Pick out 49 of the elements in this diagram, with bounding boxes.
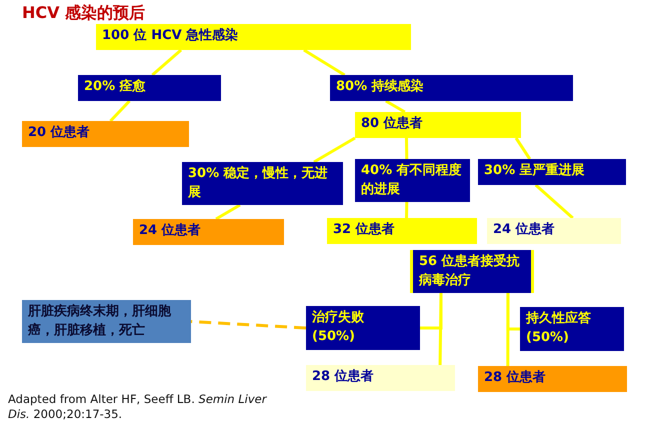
- outcome-box: [306, 306, 420, 350]
- outcome-box: [133, 219, 284, 245]
- connector-line: [109, 100, 131, 122]
- connector-line: [514, 137, 532, 160]
- connector-line: [215, 204, 241, 220]
- box-label: 24 位患者: [139, 222, 202, 240]
- box-label: 30% 呈严重进展: [484, 162, 586, 180]
- connector-line: [151, 48, 182, 76]
- outcome-box: [355, 159, 470, 202]
- outcome-box: [355, 112, 521, 138]
- citation: Adapted from Alter HF, Seeff LB. Semin Liver Dis. 2000;20:17-35.: [8, 392, 268, 422]
- box-label: 56 位患者接受抗病毒治疗: [419, 252, 521, 290]
- box-label: 持久性应答 (50%): [526, 310, 592, 347]
- box-label: 24 位患者: [493, 221, 556, 239]
- box-label: 80 位患者: [361, 115, 424, 133]
- outcome-box: [478, 366, 627, 392]
- connector-line: [313, 136, 356, 164]
- outcome-box: [22, 300, 191, 343]
- dashed-connector: [190, 320, 306, 330]
- box-label: 32 位患者: [333, 221, 396, 239]
- connector-line: [385, 100, 406, 114]
- outcome-box: [182, 162, 343, 205]
- outcome-box: [327, 218, 477, 244]
- outcome-box: [330, 75, 573, 101]
- box-label: 20 位患者: [28, 124, 91, 142]
- box-label: 80% 持续感染: [336, 78, 425, 96]
- title: HCV 感染的预后: [22, 3, 146, 24]
- outcome-box: [487, 218, 621, 244]
- box-label: 肝脏疾病终末期，肝细胞癌，肝脏移植，死亡: [28, 302, 172, 340]
- box-label: 30% 稳定，慢性，无进展: [188, 164, 329, 202]
- connector-line: [404, 138, 408, 160]
- box-label: 28 位患者: [312, 368, 375, 386]
- box-label: 28 位患者: [484, 369, 547, 387]
- outcome-box: [478, 159, 626, 185]
- outcome-box: [22, 121, 189, 147]
- box-label: 20% 痊愈: [84, 78, 147, 96]
- connector-line: [534, 184, 574, 220]
- connector-line: [506, 293, 520, 330]
- box-label: 40% 有不同程度的进展: [361, 162, 463, 199]
- outcome-box: [96, 24, 411, 50]
- box-label: 治疗失败 (50%): [312, 308, 365, 346]
- box-label: 100 位 HCV 急性感染: [102, 26, 240, 45]
- connector-line: [405, 202, 408, 218]
- outcome-box: [410, 250, 534, 293]
- connector-line: [420, 293, 442, 330]
- outcome-box: [520, 307, 624, 351]
- outcome-box: [306, 365, 455, 391]
- outcome-box: [78, 75, 221, 101]
- connector-line: [303, 48, 346, 76]
